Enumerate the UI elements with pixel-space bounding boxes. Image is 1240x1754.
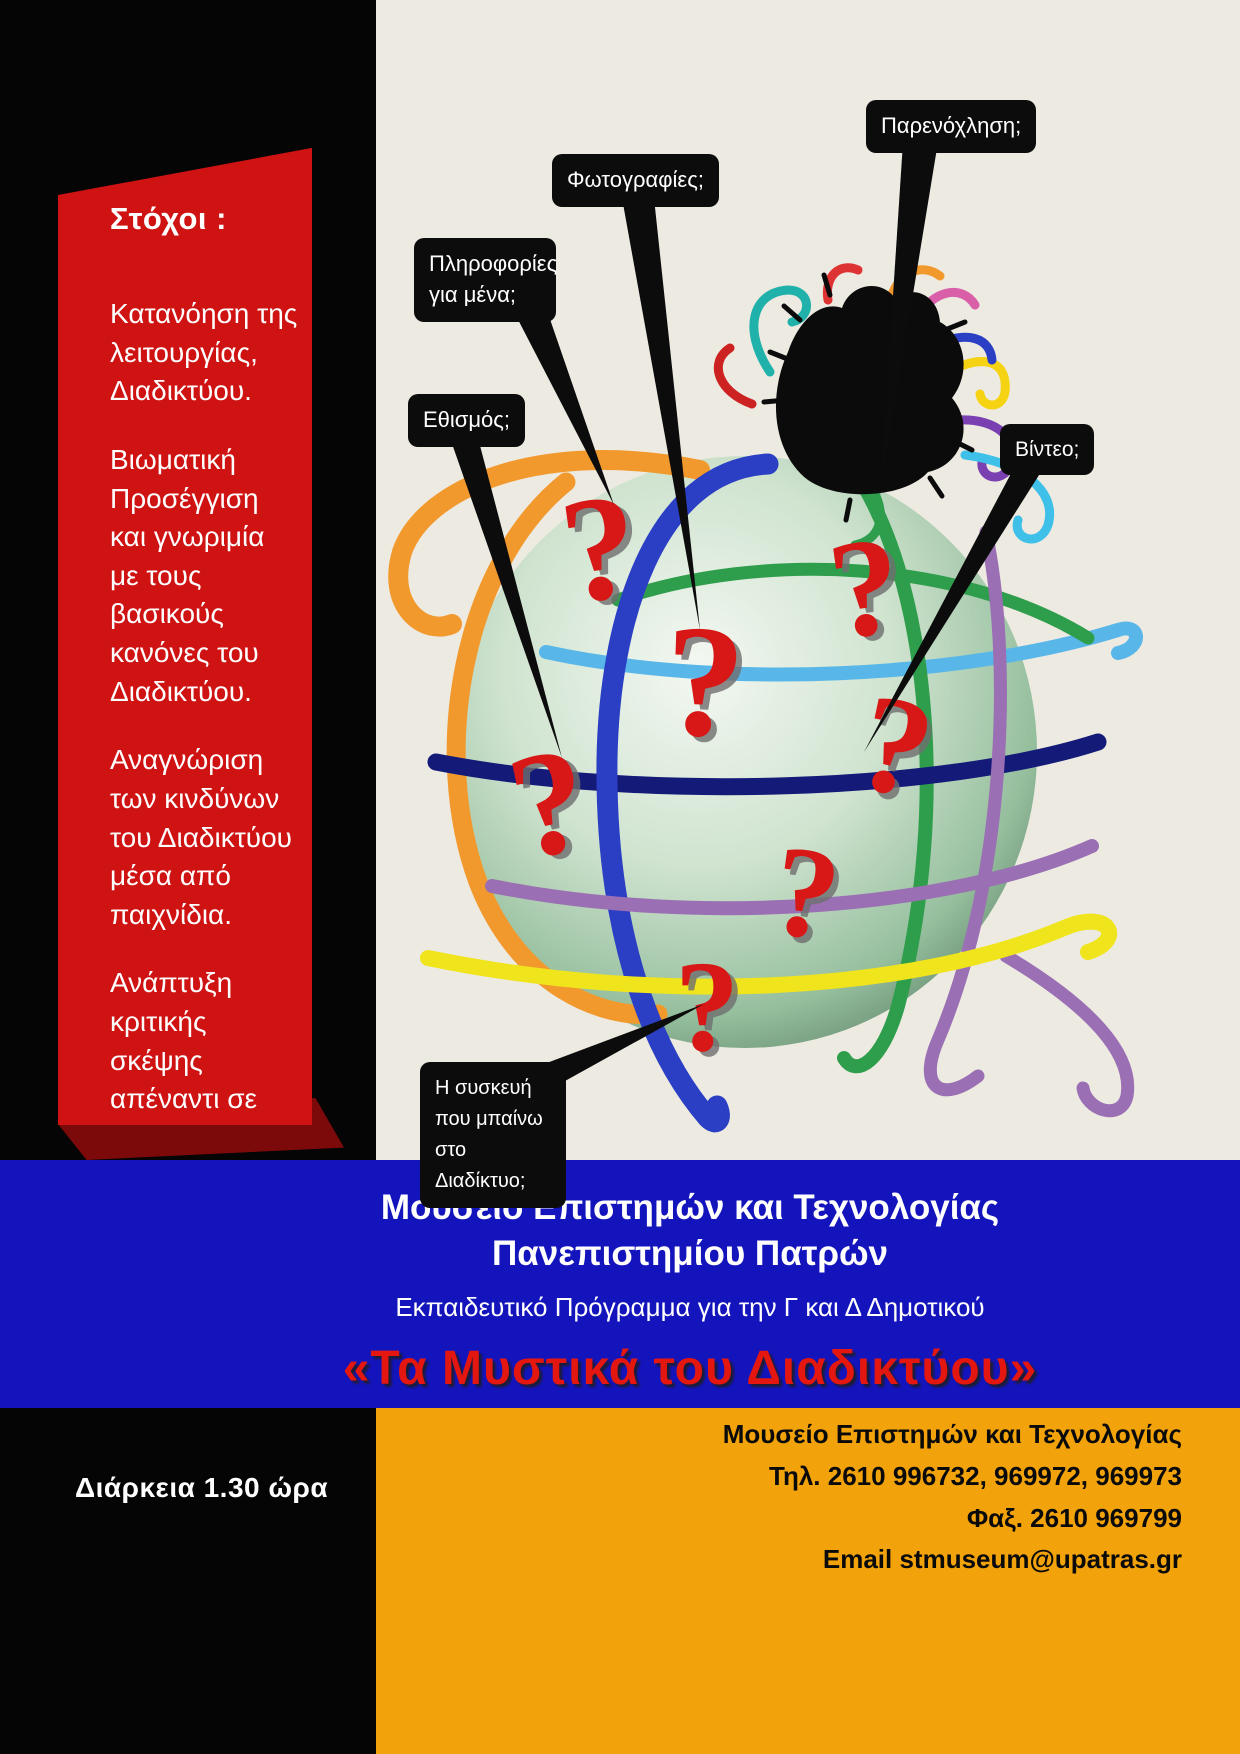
tentacle-yellow	[943, 357, 1010, 410]
callout-harassment: Παρενόχληση;	[866, 100, 1037, 153]
contact-line-fax: Φαξ. 2610 969799	[966, 1502, 1182, 1533]
contact-line-phone: Τηλ. 2610 996732, 969972, 969973	[769, 1460, 1182, 1491]
tentacle-teal	[749, 285, 811, 377]
museum-banner-inner: Μουσείο Επιστημών και Τεχνολογίας Πανεπι…	[150, 1160, 1230, 1396]
globe-illustration: ? ? ? ? ? ? ? ? ? ?	[388, 263, 1143, 1133]
question-mark-icon: ? ?	[662, 591, 754, 777]
illustration-area: ? ? ? ? ? ? ? ? ? ?	[376, 0, 1240, 1160]
program-subtitle: Εκπαιδευτικό Πρόγραμμα για την Γ και Δ Δ…	[395, 1292, 985, 1322]
svg-text:?: ?	[662, 591, 748, 772]
orbit-purple-swirl	[999, 949, 1135, 1118]
orbit-yellow	[420, 913, 1118, 995]
objective-item: Ανάπτυξη κριτικής σκέψης απέναντι σε κιν…	[110, 967, 257, 1125]
objective-item: Αναγνώριση των κινδύνων του Διαδικτύου μ…	[110, 744, 292, 930]
objective-item: Κατανόηση της λειτουργίας, Διαδικτύου.	[110, 298, 298, 407]
question-mark-icon: ? ?	[675, 935, 746, 1084]
program-title: «Τα Μυστικά του Διαδικτύου»	[342, 1342, 1038, 1395]
objectives-heading: Στόχοι :	[110, 201, 227, 236]
duration-label: Διάρκεια 1.30 ώρα	[75, 1472, 329, 1503]
callout-video: Βίντεο;	[1000, 424, 1095, 476]
museum-name-line2: Πανεπιστημίου Πατρών	[491, 1234, 889, 1273]
objectives-ribbon: Στόχοι : Κατανόηση της λειτουργίας, Διαδ…	[58, 147, 312, 1125]
orbit-purple	[485, 839, 1099, 916]
contact-line-museum: Μουσείο Επιστημών και Τεχνολογίας	[722, 1419, 1182, 1449]
callout-addiction: Εθισμός;	[408, 394, 526, 447]
contact-panel: Μουσείο Επιστημών και Τεχνολογίας Τηλ. 2…	[376, 1408, 1240, 1754]
orbit-navy	[427, 733, 1107, 796]
svg-text:?: ?	[675, 935, 740, 1079]
callout-photos: Φωτογραφίες;	[552, 154, 719, 207]
contact-line-email: Email stmuseum@upatras.gr	[822, 1544, 1182, 1575]
tentacle-crimson	[713, 343, 757, 409]
museum-name-line1: Μουσείο Επιστημών και Τεχνολογίας	[380, 1188, 1000, 1227]
callout-personal-info: Πληροφορίες για μένα;	[414, 238, 557, 322]
museum-banner: Μουσείο Επιστημών και Τεχνολογίας Πανεπι…	[0, 1160, 1240, 1408]
objective-item: Βιωματική Προσέγγιση και γνωριμία με του…	[110, 443, 265, 707]
callout-device: Η συσκευή που μπαίνω στο Διαδίκτυο;	[420, 1062, 566, 1208]
